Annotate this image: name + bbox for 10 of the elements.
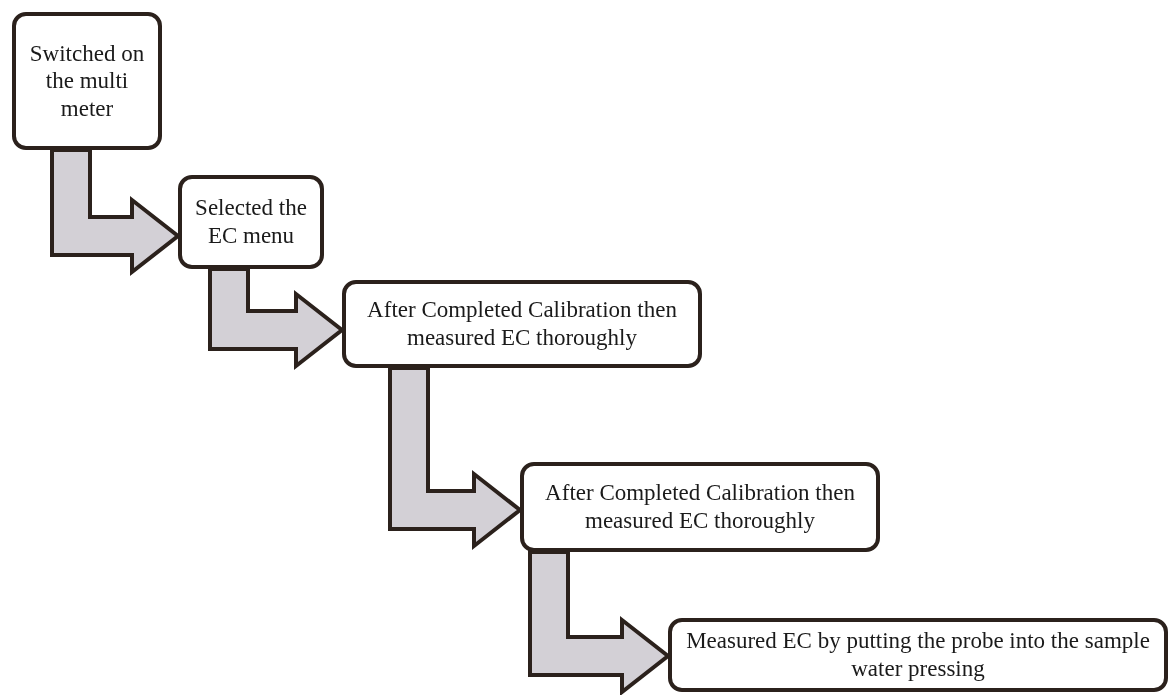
process-box [342,280,702,368]
step-text: After Completed Calibration then measured EC thoroughly [544,479,856,535]
step-text: After Completed Calibration then measured EC thoroughly [366,296,678,352]
step-text: Selected the EC menu [194,194,308,250]
process-box [520,462,880,552]
step-text: Measured EC by putting the probe into the sample water pressing [685,627,1151,683]
process-box [668,618,1168,692]
process-box [178,175,324,269]
step-text: Switched on the multi meter [28,39,146,123]
process-box [12,12,162,150]
